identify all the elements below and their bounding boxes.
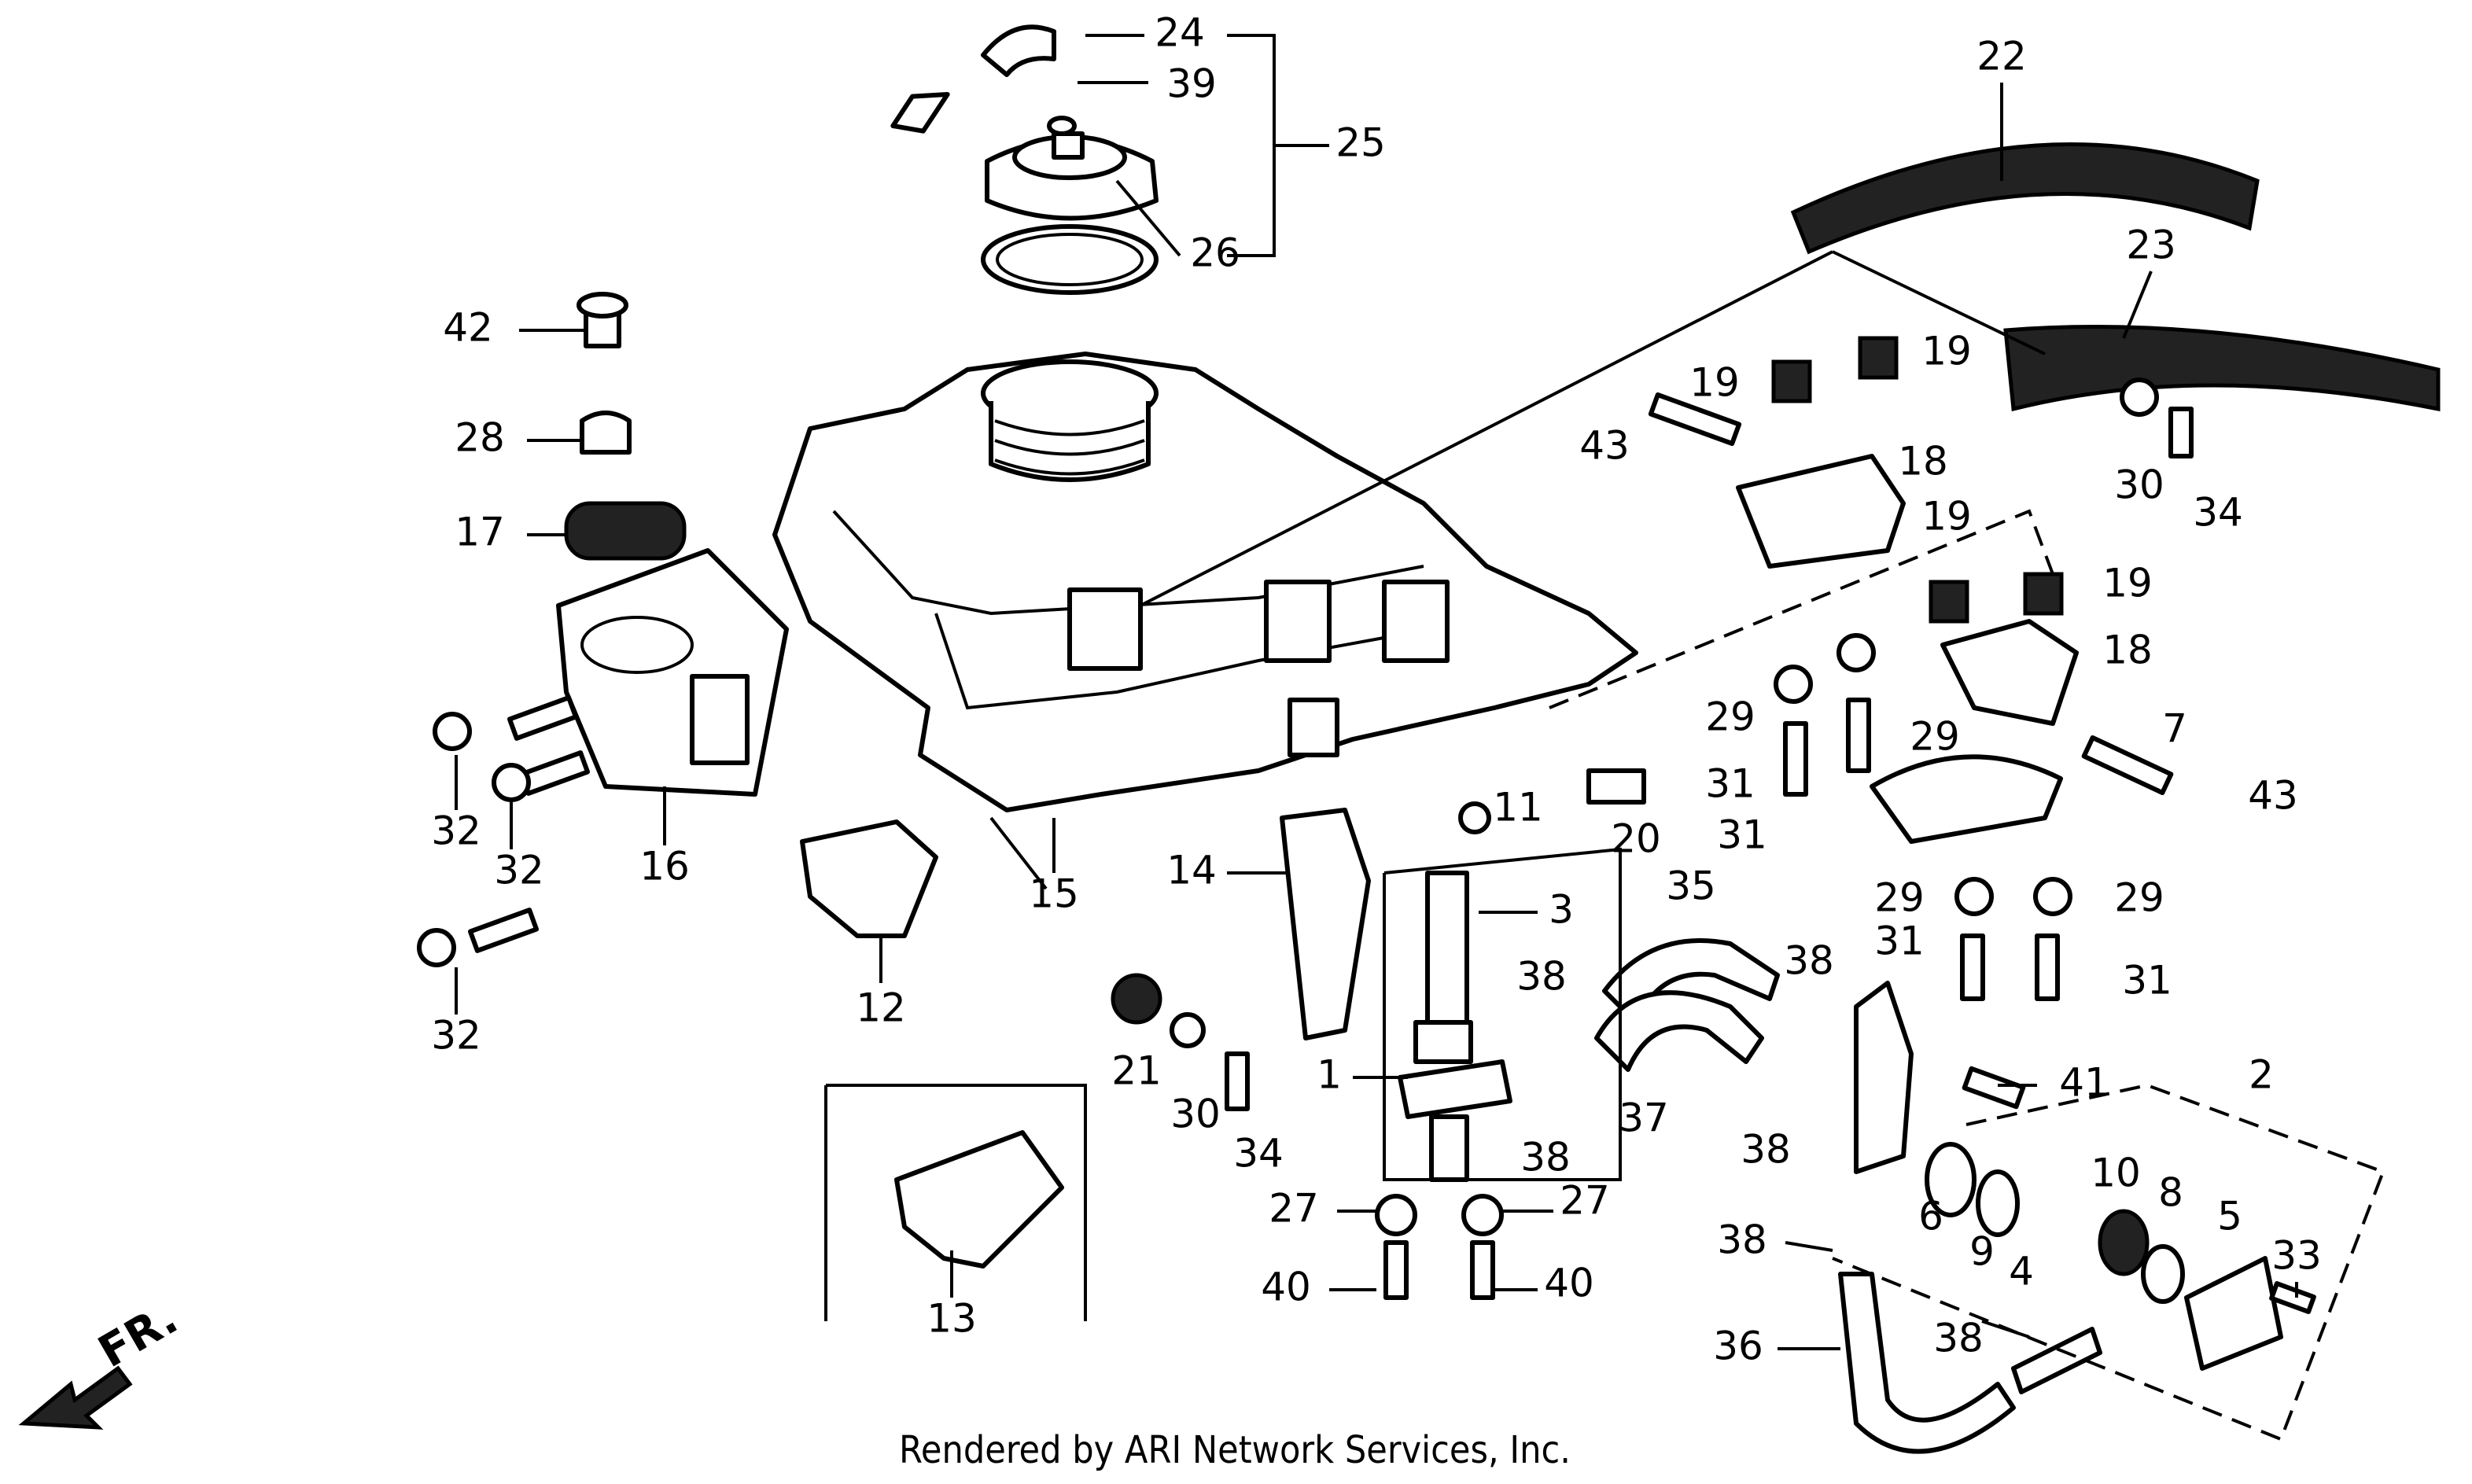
callout-31: 31 xyxy=(1874,919,1925,964)
callout-16: 16 xyxy=(639,844,690,889)
callout-4: 4 xyxy=(2009,1249,2034,1294)
callout-10: 10 xyxy=(2091,1151,2141,1196)
front-label: FR. xyxy=(90,1293,186,1378)
callout-7: 7 xyxy=(2162,706,2187,752)
callout-26: 26 xyxy=(1190,230,1240,276)
front-direction-indicator: FR. xyxy=(18,1293,186,1430)
callout-14: 14 xyxy=(1166,848,1217,893)
callout-32: 32 xyxy=(494,848,544,893)
callout-5: 5 xyxy=(2217,1194,2242,1239)
brackets xyxy=(800,808,1371,1269)
callout-27: 27 xyxy=(1560,1178,1610,1224)
callout-12: 12 xyxy=(856,985,906,1031)
callout-13: 13 xyxy=(927,1296,977,1342)
callout-40: 40 xyxy=(1261,1265,1311,1310)
callout-41: 41 xyxy=(2059,1060,2109,1106)
callout-19: 19 xyxy=(2102,561,2153,606)
fuel-cap-assembly xyxy=(890,24,1159,295)
callout-38: 38 xyxy=(1520,1135,1571,1180)
callout-23: 23 xyxy=(2126,223,2176,268)
callout-1: 1 xyxy=(1317,1052,1342,1098)
callout-42: 42 xyxy=(443,305,493,351)
callout-27: 27 xyxy=(1269,1186,1319,1232)
callout-21: 21 xyxy=(1111,1048,1162,1094)
callout-43: 43 xyxy=(1579,423,1630,469)
callout-8: 8 xyxy=(2158,1170,2183,1216)
callout-19: 19 xyxy=(1921,494,1972,539)
left-hardware xyxy=(556,292,789,797)
callout-31: 31 xyxy=(1705,761,1755,807)
callout-15: 15 xyxy=(1029,871,1079,917)
callout-25: 25 xyxy=(1335,120,1386,166)
fuel-hoses xyxy=(1594,938,2102,1454)
callout-43: 43 xyxy=(2248,773,2298,819)
callout-29: 29 xyxy=(1705,694,1755,740)
heat-guards xyxy=(1790,142,2441,412)
callout-38: 38 xyxy=(1741,1127,1791,1173)
callout-18: 18 xyxy=(1898,439,1948,484)
callout-34: 34 xyxy=(2193,490,2243,536)
callout-36: 36 xyxy=(1713,1324,1763,1369)
callout-19: 19 xyxy=(1921,329,1972,374)
fasteners xyxy=(417,336,2316,1314)
callout-30: 30 xyxy=(2114,462,2164,508)
callout-34: 34 xyxy=(1233,1131,1284,1177)
callout-39: 39 xyxy=(1166,61,1217,107)
callout-38: 38 xyxy=(1933,1316,1984,1361)
callout-38: 38 xyxy=(1516,954,1567,1000)
callout-38: 38 xyxy=(1717,1217,1767,1263)
callout-labels: 24 39 25 26 22 23 19 19 43 18 30 34 19 1… xyxy=(431,10,2322,1369)
callout-17: 17 xyxy=(455,510,505,555)
callout-28: 28 xyxy=(455,415,505,461)
callout-29: 29 xyxy=(2114,875,2164,921)
callout-40: 40 xyxy=(1544,1261,1594,1306)
callout-29: 29 xyxy=(1874,875,1925,921)
callout-38: 38 xyxy=(1784,938,1834,984)
callout-9: 9 xyxy=(1969,1229,1995,1275)
callout-37: 37 xyxy=(1619,1096,1669,1141)
callout-11: 11 xyxy=(1493,785,1543,830)
callout-6: 6 xyxy=(1918,1194,1943,1239)
fuel-valve-assembly xyxy=(1398,871,2283,1371)
footer-credit: Rendered by ARI Network Services, Inc. xyxy=(899,1428,1571,1472)
callout-35: 35 xyxy=(1666,864,1716,909)
callout-24: 24 xyxy=(1155,10,1205,56)
callout-22: 22 xyxy=(1976,34,2027,79)
callout-32: 32 xyxy=(431,1013,481,1059)
callout-18: 18 xyxy=(2102,628,2153,673)
callout-19: 19 xyxy=(1689,360,1740,406)
callout-29: 29 xyxy=(1910,714,1960,760)
fuel-tank xyxy=(772,352,1638,812)
callout-3: 3 xyxy=(1549,887,1574,933)
front-arrow-icon xyxy=(18,1365,133,1430)
callout-31: 31 xyxy=(2122,958,2172,1003)
callout-31: 31 xyxy=(1717,812,1767,858)
callout-33: 33 xyxy=(2271,1233,2322,1279)
callout-30: 30 xyxy=(1170,1092,1221,1137)
callout-20: 20 xyxy=(1611,816,1661,862)
callout-2: 2 xyxy=(2249,1052,2274,1098)
callout-leaders xyxy=(455,34,2298,1350)
callout-32: 32 xyxy=(431,808,481,854)
